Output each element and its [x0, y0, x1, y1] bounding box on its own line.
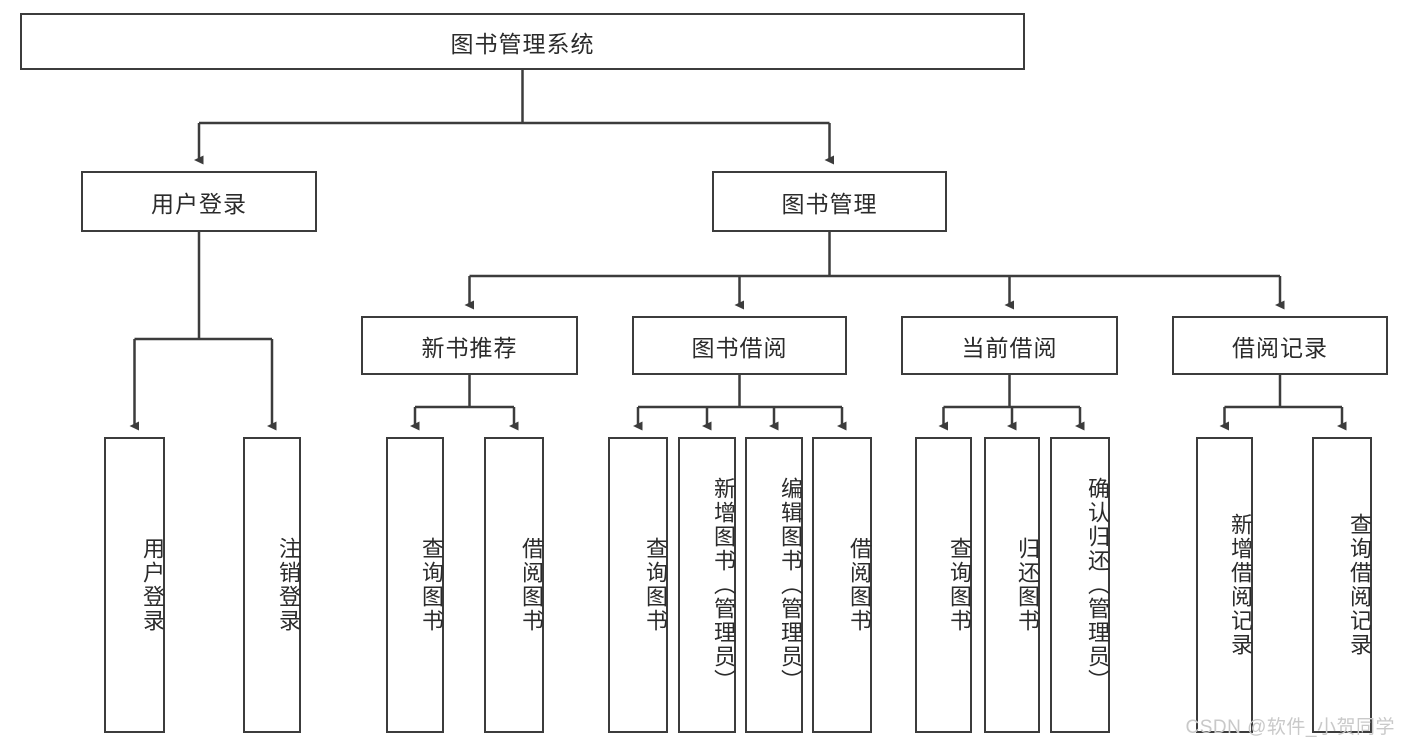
node-label: 查询借阅记录 [1347, 513, 1372, 657]
node-leaf-borrow1[interactable]: 借阅图书 [484, 437, 544, 733]
node-borrow[interactable]: 图书借阅 [632, 316, 847, 375]
node-leaf-queryrec[interactable]: 查询借阅记录 [1312, 437, 1372, 733]
node-label: 新增图书（管理员） [711, 477, 736, 693]
node-leaf-query1[interactable]: 查询图书 [386, 437, 444, 733]
node-leaf-logout[interactable]: 注销登录 [243, 437, 301, 733]
node-root[interactable]: 图书管理系统 [20, 13, 1025, 70]
node-label: 注销登录 [276, 537, 301, 633]
node-label: 确认归还（管理员） [1085, 477, 1110, 693]
node-leaf-editbook[interactable]: 编辑图书（管理员） [745, 437, 803, 733]
node-label: 当前借阅 [961, 334, 1058, 361]
watermark-label: CSDN @软件_小贺同学 [1185, 717, 1395, 738]
node-label: 查询图书 [419, 537, 444, 633]
node-leaf-confirm[interactable]: 确认归还（管理员） [1050, 437, 1110, 733]
node-current[interactable]: 当前借阅 [901, 316, 1118, 375]
node-label: 图书管理 [781, 190, 878, 217]
node-bookmgmt[interactable]: 图书管理 [712, 171, 947, 232]
node-label: 用户登录 [151, 190, 247, 217]
node-label: 借阅图书 [519, 537, 544, 633]
node-label: 图书借阅 [691, 334, 788, 361]
node-label: 新书推荐 [421, 334, 518, 361]
node-records[interactable]: 借阅记录 [1172, 316, 1388, 375]
node-label: 编辑图书（管理员） [778, 477, 803, 693]
node-leaf-query2[interactable]: 查询图书 [608, 437, 668, 733]
node-label: 查询图书 [947, 537, 972, 633]
node-label: 图书管理系统 [450, 30, 595, 57]
node-label: 归还图书 [1015, 537, 1040, 633]
node-newbook[interactable]: 新书推荐 [361, 316, 578, 375]
node-login[interactable]: 用户登录 [81, 171, 317, 232]
node-leaf-query3[interactable]: 查询图书 [915, 437, 972, 733]
node-leaf-borrow2[interactable]: 借阅图书 [812, 437, 872, 733]
node-leaf-addbook[interactable]: 新增图书（管理员） [678, 437, 736, 733]
node-label: 借阅图书 [847, 537, 872, 633]
node-label: 用户登录 [140, 537, 165, 633]
node-leaf-addrecord[interactable]: 新增借阅记录 [1196, 437, 1253, 733]
node-leaf-return[interactable]: 归还图书 [984, 437, 1040, 733]
node-label: 借阅记录 [1232, 334, 1328, 361]
node-leaf-login[interactable]: 用户登录 [104, 437, 165, 733]
node-label: 新增借阅记录 [1228, 513, 1253, 657]
node-label: 查询图书 [643, 537, 668, 633]
